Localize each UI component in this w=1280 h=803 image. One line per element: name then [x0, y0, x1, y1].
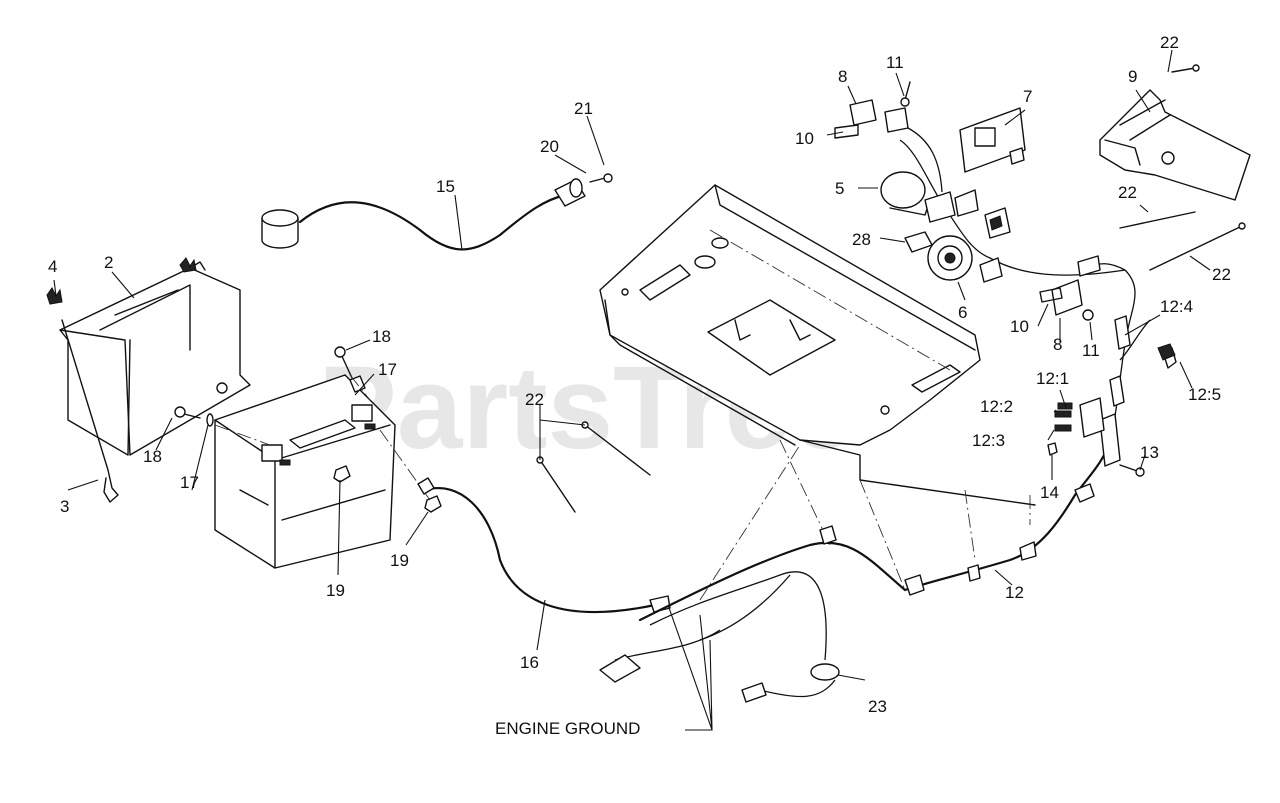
callout-3: 3: [60, 497, 69, 516]
callout-8a: 8: [838, 67, 847, 86]
battery: [214, 374, 396, 569]
callout-15: 15: [436, 177, 455, 196]
callout-14: 14: [1040, 483, 1059, 502]
callout-18a: 18: [143, 447, 162, 466]
callout-6: 6: [958, 303, 967, 322]
callout-11a: 11: [886, 53, 904, 72]
callout-12-1: 12:1: [1036, 369, 1069, 388]
callout-19b: 19: [390, 551, 409, 570]
callout-22c: 22: [1212, 265, 1231, 284]
callout-12-4: 12:4: [1160, 297, 1193, 316]
callout-17b: 17: [378, 360, 397, 379]
console-panel: [599, 184, 1036, 506]
engine-ground-label: ENGINE GROUND: [495, 719, 640, 738]
callout-12-5: 12:5: [1188, 385, 1221, 404]
control-components: [834, 81, 1094, 321]
battery-rod: [61, 319, 119, 503]
callout-20: 20: [540, 137, 559, 156]
callout-12-3: 12:3: [972, 431, 1005, 450]
callout-4: 4: [48, 257, 57, 276]
battery-shield: [59, 261, 251, 456]
callout-12: 12: [1005, 583, 1024, 602]
panel-centerlines: [699, 229, 1031, 601]
wiring-harness: [599, 139, 1151, 703]
mounting-bracket: [1099, 64, 1251, 201]
callout-16: 16: [520, 653, 539, 672]
callout-11b: 11: [1082, 341, 1100, 360]
callout-22a: 22: [1160, 33, 1179, 52]
callout-10a: 10: [795, 129, 814, 148]
callout-10b: 10: [1010, 317, 1029, 336]
callout-22d: 22: [525, 390, 544, 409]
callout-13: 13: [1140, 443, 1159, 462]
cable-ties: [536, 211, 1246, 513]
callout-23: 23: [868, 697, 887, 716]
ground-cable: [417, 477, 671, 614]
callout-12-2: 12:2: [980, 397, 1013, 416]
callout-18b: 18: [372, 327, 391, 346]
callout-7: 7: [1023, 87, 1032, 106]
starter-cable: [261, 173, 613, 251]
callout-17a: 17: [180, 473, 199, 492]
wing-nut: [46, 257, 197, 305]
callout-labels: 2 3 4 5 6 7 8 8 9 10 10 11 11 12 12:1 12…: [48, 33, 1231, 738]
battery-centerline: [214, 374, 431, 501]
callout-9: 9: [1128, 67, 1137, 86]
callout-22b: 22: [1118, 183, 1137, 202]
callout-19a: 19: [326, 581, 345, 600]
callout-28: 28: [852, 230, 871, 249]
callout-5: 5: [835, 179, 844, 198]
callout-2: 2: [104, 253, 113, 272]
callout-21: 21: [574, 99, 593, 118]
leader-lines: [53, 49, 1211, 731]
callout-8b: 8: [1053, 335, 1062, 354]
